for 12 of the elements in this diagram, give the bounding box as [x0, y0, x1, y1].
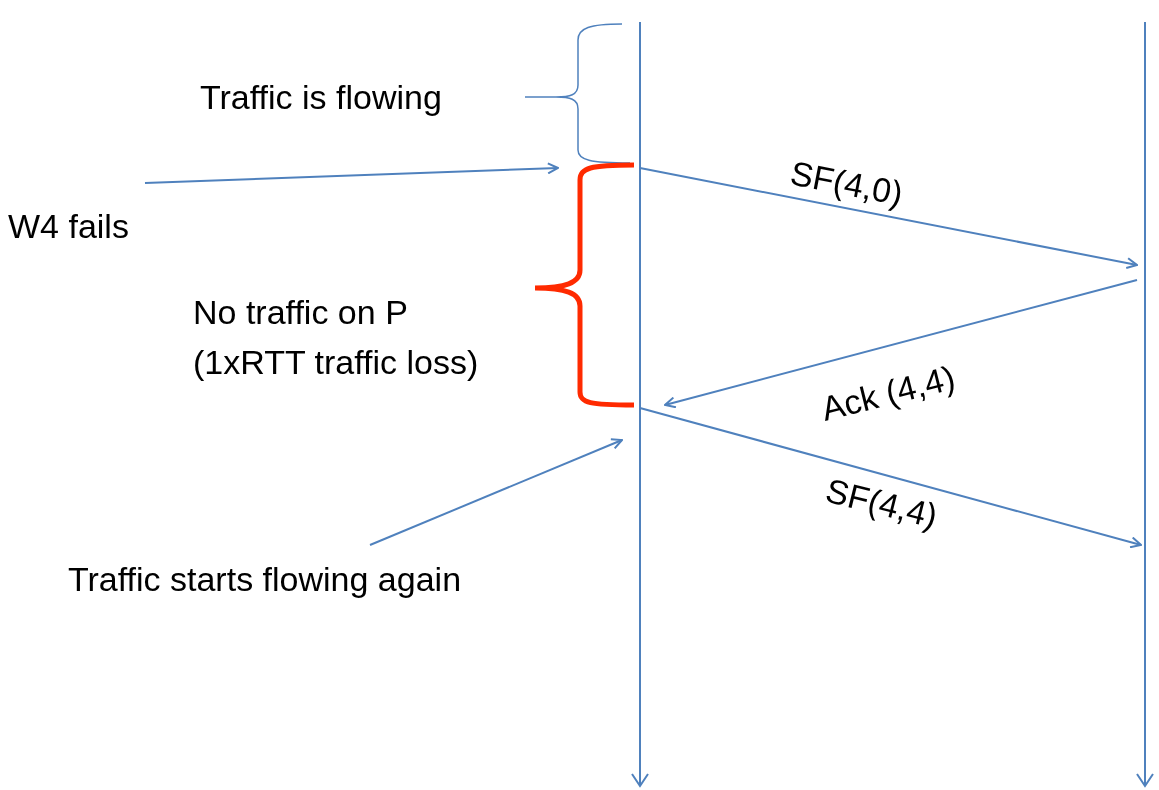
- edge-label: SF(4,0): [786, 152, 907, 215]
- arrow: [639, 167, 1138, 269]
- arrow: [369, 438, 623, 546]
- edge-label: Ack (4,4): [816, 357, 960, 430]
- annotation-text: Traffic starts flowing again: [68, 559, 462, 600]
- annotation-text: W4 fails: [8, 206, 129, 247]
- arrow: [639, 407, 1142, 549]
- arrow: [664, 279, 1138, 409]
- annotation-text: No traffic on P (1xRTT traffic loss): [193, 292, 480, 383]
- edge-label: SF(4,4): [821, 469, 943, 538]
- arrow: [144, 162, 559, 184]
- annotation-text: Traffic is flowing: [200, 77, 442, 118]
